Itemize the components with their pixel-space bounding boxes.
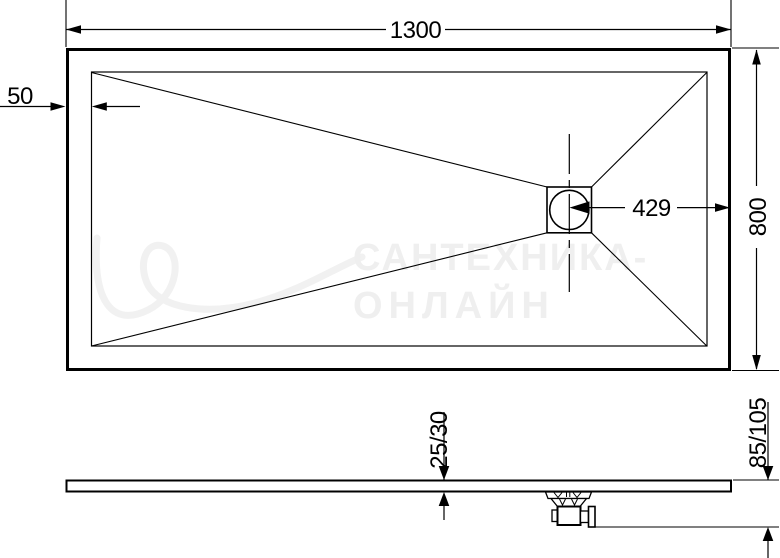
slope-line-top-left: [91, 71, 548, 188]
dimension-width-1300: 1300: [65, 0, 732, 47]
trap-grate-flange: [544, 491, 593, 500]
arrowhead-up-icon: [752, 49, 761, 65]
tray-inner-edge: [90, 71, 708, 347]
dimension-edge-50: 50: [0, 83, 140, 111]
arrowhead-down-icon: [752, 355, 761, 370]
dimension-depth-800: 800: [732, 47, 779, 372]
watermark-line2: ОНЛАЙН: [353, 282, 555, 327]
slope-line-top-right: [591, 72, 708, 188]
dim-total-height-label: 85/105: [745, 398, 772, 469]
watermark: САНТЕХНИКА- ОНЛАЙН: [92, 234, 648, 327]
funnel-marks: [559, 498, 578, 507]
side-profile-bar: [65, 479, 732, 493]
dimension-thickness-25-30: 25/30: [426, 411, 453, 520]
slope-line-bottom-right: [591, 232, 708, 347]
arrowhead-up-icon: [438, 492, 450, 506]
side-view: [65, 479, 779, 528]
plan-view: [66, 48, 731, 371]
trap-pipe-flange: [587, 505, 596, 528]
arrowhead-right-icon: [50, 102, 66, 111]
watermark-swirl-icon: [92, 234, 366, 319]
arrowhead-right-icon: [716, 25, 731, 34]
drain-trap: [544, 491, 596, 528]
arrowhead-down-icon: [438, 466, 450, 480]
arrowhead-left-icon: [91, 102, 107, 111]
dim-thickness-label: 25/30: [426, 411, 453, 469]
dim-drain-offset-label: 429: [632, 195, 671, 222]
dim-width-label: 1300: [390, 17, 442, 44]
dimension-drain-429: 429: [569, 195, 730, 222]
arrowhead-left-icon: [66, 25, 81, 34]
arrowhead-left-icon: [569, 201, 590, 214]
dim-depth-label: 800: [745, 198, 772, 237]
arrowhead-down-icon: [762, 466, 774, 480]
dimension-height-85-105: 85/105: [745, 398, 774, 558]
tray-outer-outline: [66, 48, 731, 371]
grate-slots: [553, 492, 582, 499]
slope-line-bottom-left: [91, 232, 548, 347]
trap-funnel: [549, 497, 588, 508]
arrowhead-right-icon: [715, 203, 730, 212]
trap-outlet-pipe: [579, 510, 590, 524]
arrowhead-up-icon: [762, 527, 774, 541]
trap-body: [556, 505, 582, 526]
watermark-line1: САНТЕХНИКА-: [353, 237, 648, 279]
dim-edge-label: 50: [7, 83, 33, 110]
